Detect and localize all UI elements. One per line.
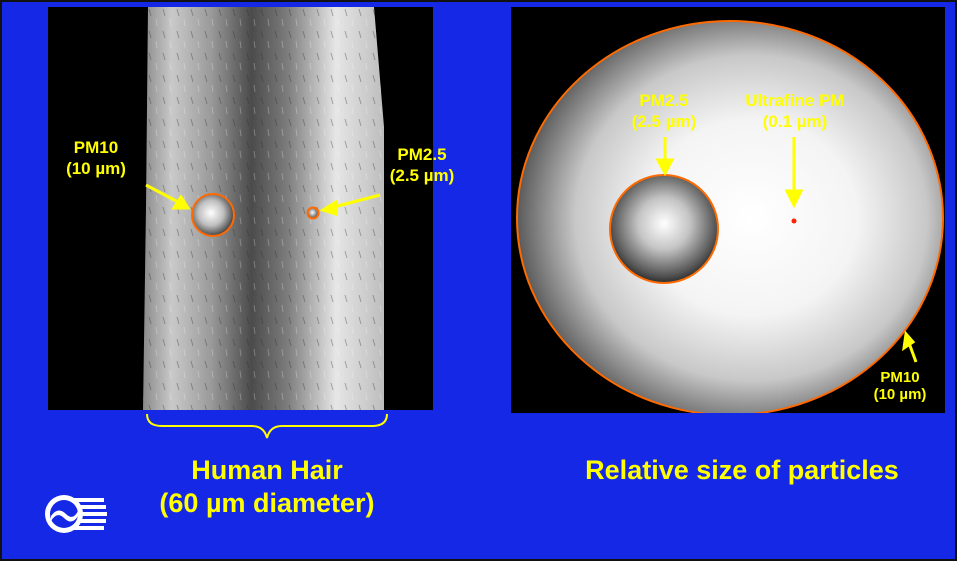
hair-pm25-size: (2.5 µm) <box>389 166 455 185</box>
pm10-arrow <box>145 183 181 205</box>
particles-pm25-label: PM2.5 (2.5 µm) <box>619 90 709 132</box>
pm25-circle <box>609 174 719 284</box>
particles-pm25-size: (2.5 µm) <box>631 112 697 131</box>
pm25-arrow <box>329 193 381 210</box>
ultrafine-name: Ultrafine PM <box>745 91 845 110</box>
ultrafine-particle <box>791 218 797 224</box>
particles-pm10-name: PM10 <box>880 369 920 386</box>
human-hair-image-panel <box>48 7 433 410</box>
hair-width-bracket <box>146 413 388 439</box>
human-hair-micrograph <box>48 7 433 410</box>
hair-caption-line2: (60 µm diameter) <box>159 488 375 518</box>
hair-caption: Human Hair (60 µm diameter) <box>142 454 392 520</box>
hair-pm25-label: PM2.5 (2.5 µm) <box>377 144 467 186</box>
particles-pm10-size: (10 µm) <box>873 386 927 403</box>
hair-pm25-name: PM2.5 <box>397 145 447 164</box>
pm10-arrow-right <box>907 342 918 363</box>
hair-pm10-name: PM10 <box>73 138 119 157</box>
hair-pm10-size: (10 µm) <box>66 159 126 178</box>
pm25-particle <box>306 206 320 220</box>
ultrafine-size: (0.1 µm) <box>762 112 828 131</box>
pm10-particle <box>191 193 235 237</box>
pm10-circle <box>516 20 944 416</box>
particles-caption: Relative size of particles <box>585 455 899 485</box>
relative-size-diagram <box>511 7 945 416</box>
hair-caption-line1: Human Hair <box>191 455 343 485</box>
hair-pm10-label: PM10 (10 µm) <box>56 137 136 179</box>
particles-pm10-label: PM10 (10 µm) <box>860 369 940 403</box>
organization-logo-icon <box>45 495 107 533</box>
particles-pm25-name: PM2.5 <box>639 91 689 110</box>
ultrafine-label: Ultrafine PM (0.1 µm) <box>730 90 860 132</box>
relative-size-panel <box>511 7 945 416</box>
